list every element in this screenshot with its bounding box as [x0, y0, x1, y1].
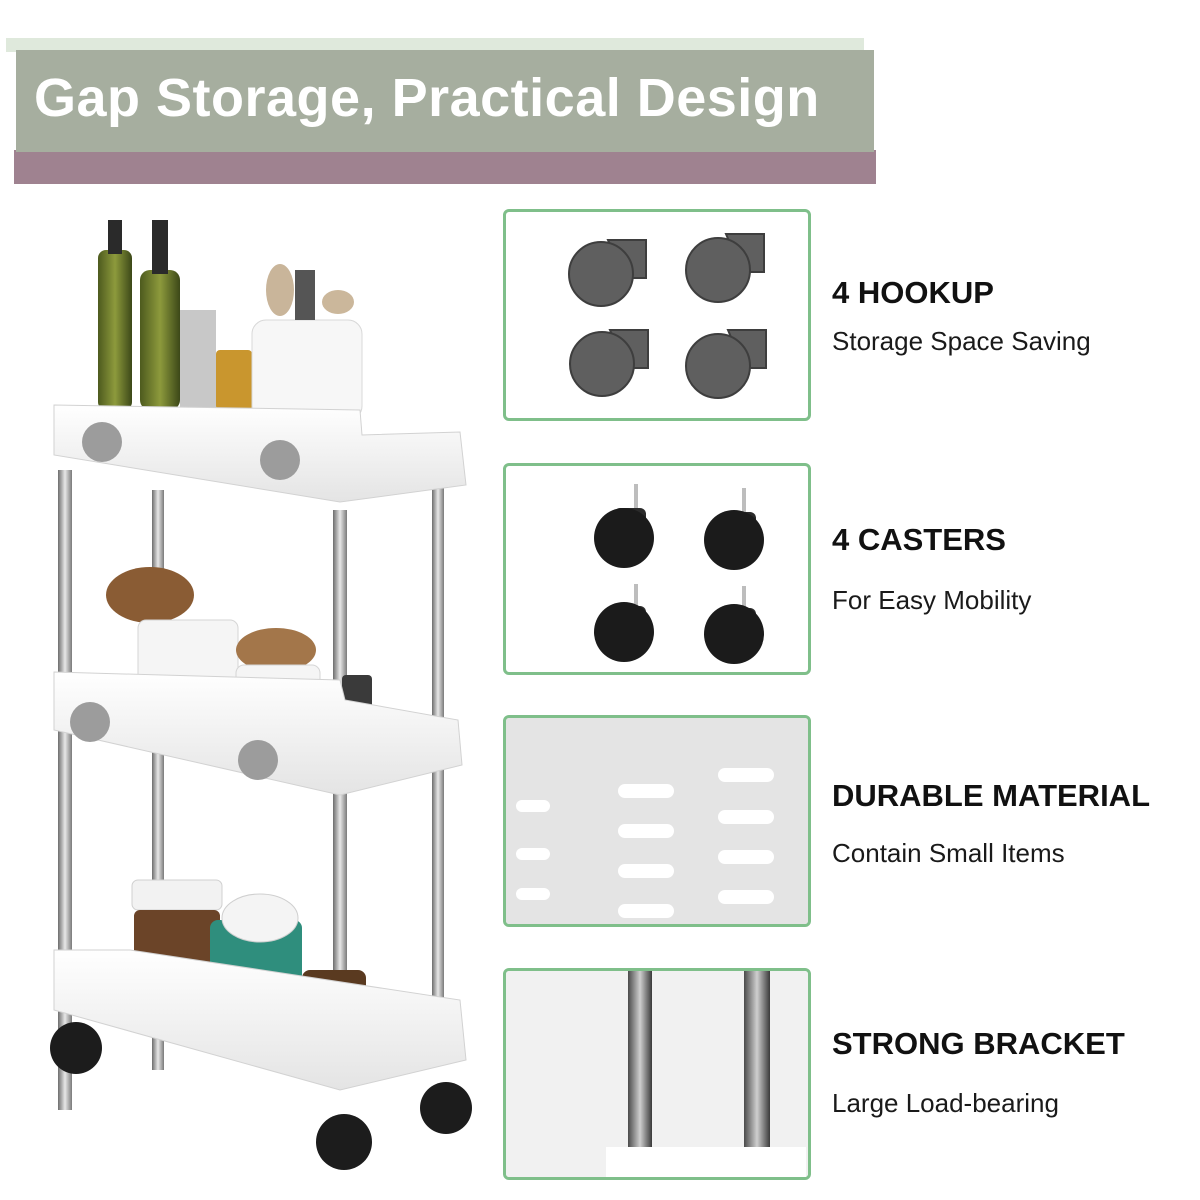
- feature-subtitle-durable-material: Contain Small Items: [832, 838, 1065, 868]
- feature-title-casters: 4 CASTERS: [832, 522, 1006, 557]
- rolling-cart-illustration: [50, 220, 472, 1170]
- feature-title-durable-material: DURABLE MATERIAL: [832, 778, 1151, 813]
- feature-card-hookup: [503, 209, 811, 421]
- hook-icon: [568, 233, 767, 399]
- feature-subtitle-casters: For Easy Mobility: [832, 585, 1032, 615]
- feature-card-durable-material: [503, 715, 811, 927]
- cart-casters: [50, 1022, 472, 1170]
- caster-wheel-icon: [594, 484, 764, 664]
- middle-tray: [53, 671, 463, 796]
- feature-card-strong-bracket: [503, 968, 811, 1180]
- top-shelf-items: [98, 220, 363, 421]
- title-banner: Gap Storage, Practical Design: [0, 0, 1200, 200]
- bottom-tray: [53, 949, 467, 1091]
- steel-pole-icon: [506, 971, 808, 1177]
- banner-highlight: [6, 38, 864, 52]
- perforated-panel-icon: [506, 718, 808, 924]
- page-title: Gap Storage, Practical Design: [34, 68, 820, 128]
- top-tray: [53, 404, 467, 503]
- feature-title-strong-bracket: STRONG BRACKET: [832, 1026, 1125, 1061]
- feature-card-casters: [503, 463, 811, 675]
- feature-subtitle-hookup: Storage Space Saving: [832, 326, 1091, 356]
- banner-background: [16, 50, 874, 152]
- feature-title-hookup: 4 HOOKUP: [832, 275, 994, 310]
- feature-subtitle-strong-bracket: Large Load-bearing: [832, 1088, 1059, 1118]
- banner-shadow: [14, 150, 876, 184]
- product-image: [40, 210, 480, 1190]
